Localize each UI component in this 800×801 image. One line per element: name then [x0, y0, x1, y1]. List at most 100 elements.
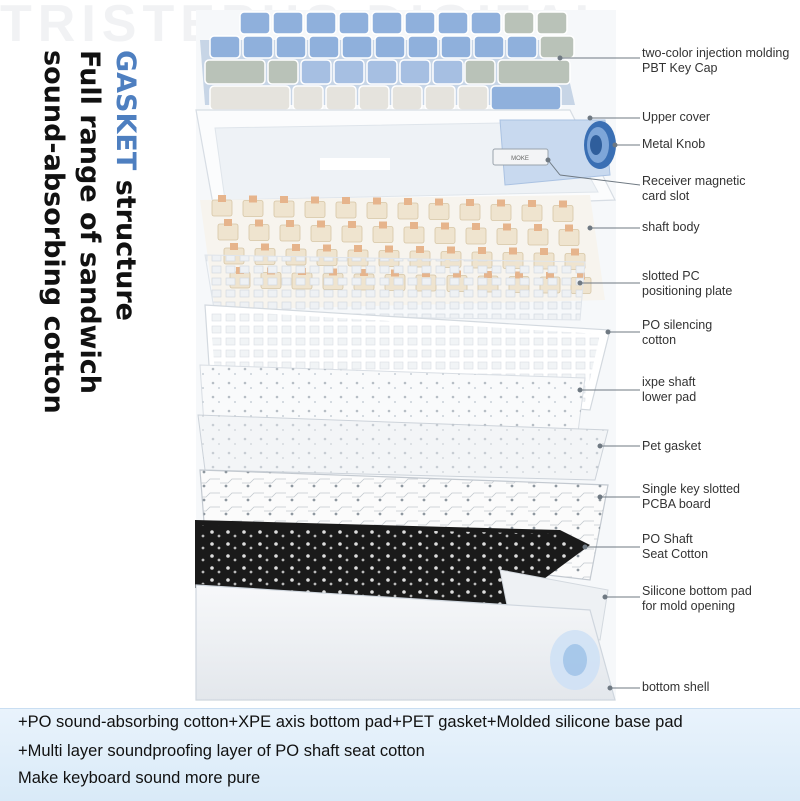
heading-accent: GASKET — [110, 50, 141, 170]
label-line: shaft body — [642, 220, 797, 235]
switch-stem — [354, 245, 362, 252]
label-line: lower pad — [642, 390, 797, 405]
label-line: Seat Cotton — [642, 547, 797, 562]
label-line: ixpe shaft — [642, 375, 797, 390]
switch-body — [373, 227, 393, 243]
label-line: bottom shell — [642, 680, 797, 695]
switch-body — [522, 205, 542, 221]
switch-body — [528, 229, 548, 245]
switch-body — [336, 202, 356, 218]
switch-stem — [385, 246, 393, 253]
label-metal-knob: Metal Knob — [642, 137, 797, 152]
switch-stem — [478, 247, 486, 254]
switch-stem — [466, 199, 474, 206]
label-line: PCBA board — [642, 497, 797, 512]
switch-stem — [373, 198, 381, 205]
switch-stem — [280, 196, 288, 203]
switch-body — [398, 203, 418, 219]
switch-stem — [503, 224, 511, 231]
label-line: PO Shaft — [642, 532, 797, 547]
switch-stem — [472, 223, 480, 230]
switch-body — [305, 202, 325, 218]
switch-body — [311, 226, 331, 242]
switch-stem — [435, 199, 443, 206]
switch-stem — [447, 247, 455, 254]
switch-stem — [230, 243, 238, 250]
switch-stem — [379, 222, 387, 229]
switch-body — [497, 229, 517, 245]
caption-line-3: Make keyboard sound more pure — [18, 769, 260, 788]
label-line: two-color injection molding — [642, 46, 797, 61]
label-line: for mold opening — [642, 599, 797, 614]
switch-stem — [540, 248, 548, 255]
switch-stem — [410, 222, 418, 229]
switch-body — [435, 228, 455, 244]
switch-stem — [509, 248, 517, 255]
switch-stem — [528, 200, 536, 207]
switch-stem — [416, 246, 424, 253]
switch-body — [243, 201, 263, 217]
label-line: Single key slotted — [642, 482, 797, 497]
switch-stem — [441, 223, 449, 230]
label-line: Pet gasket — [642, 439, 797, 454]
switch-body — [460, 204, 480, 220]
switch-body — [404, 227, 424, 243]
switch-stem — [534, 224, 542, 231]
switch-stem — [348, 221, 356, 228]
switch-stem — [286, 220, 294, 227]
label-pet-gasket: Pet gasket — [642, 439, 797, 454]
label-line: slotted PC — [642, 269, 797, 284]
label-line: PO silencing — [642, 318, 797, 333]
switch-body — [429, 204, 449, 220]
switch-stem — [255, 220, 263, 227]
switch-body — [280, 225, 300, 241]
switch-body — [553, 206, 573, 222]
switch-stem — [342, 197, 350, 204]
label-line: Receiver magnetic — [642, 174, 797, 189]
label-upper-cover: Upper cover — [642, 110, 797, 125]
switch-body — [491, 205, 511, 221]
switch-stem — [497, 200, 505, 207]
switch-stem — [224, 219, 232, 226]
receiver-label: MOKE — [511, 156, 529, 162]
label-line: Upper cover — [642, 110, 797, 125]
switch-body — [342, 226, 362, 242]
label-line: Silicone bottom pad — [642, 584, 797, 599]
switch-body — [559, 230, 579, 246]
receiver-dongle: MOKE — [493, 149, 548, 165]
switch-stem — [565, 225, 573, 232]
caption-line-1: +PO sound-absorbing cotton+XPE axis bott… — [18, 713, 683, 732]
switch-body — [274, 201, 294, 217]
switch-stem — [261, 244, 269, 251]
switch-body — [466, 228, 486, 244]
metal-knob — [584, 121, 616, 169]
heading-cotton: sound-absorbing cotton — [38, 50, 69, 414]
label-ixpe-pad: ixpe shaftlower pad — [642, 375, 797, 405]
switch-stem — [249, 196, 257, 203]
label-bottom-shell: bottom shell — [642, 680, 797, 695]
caption-line-2: +Multi layer soundproofing layer of PO s… — [18, 742, 425, 761]
label-line: Metal Knob — [642, 137, 797, 152]
switch-stem — [323, 245, 331, 252]
label-line: card slot — [642, 189, 797, 204]
label-line: positioning plate — [642, 284, 797, 299]
switch-stem — [404, 198, 412, 205]
heading-gasket-structure: GASKET structure — [110, 50, 141, 321]
switch-stem — [559, 201, 567, 208]
switch-stem — [571, 249, 579, 256]
caption-box: +PO sound-absorbing cotton+XPE axis bott… — [0, 708, 800, 801]
label-shaft-body: shaft body — [642, 220, 797, 235]
switch-stem — [311, 197, 319, 204]
switch-body — [218, 224, 238, 240]
switch-stem — [317, 221, 325, 228]
heading-rest: structure — [110, 170, 141, 321]
keycap-layer — [200, 12, 575, 110]
switch-body — [249, 225, 269, 241]
label-po-silencing-cotton: PO silencingcotton — [642, 318, 797, 348]
